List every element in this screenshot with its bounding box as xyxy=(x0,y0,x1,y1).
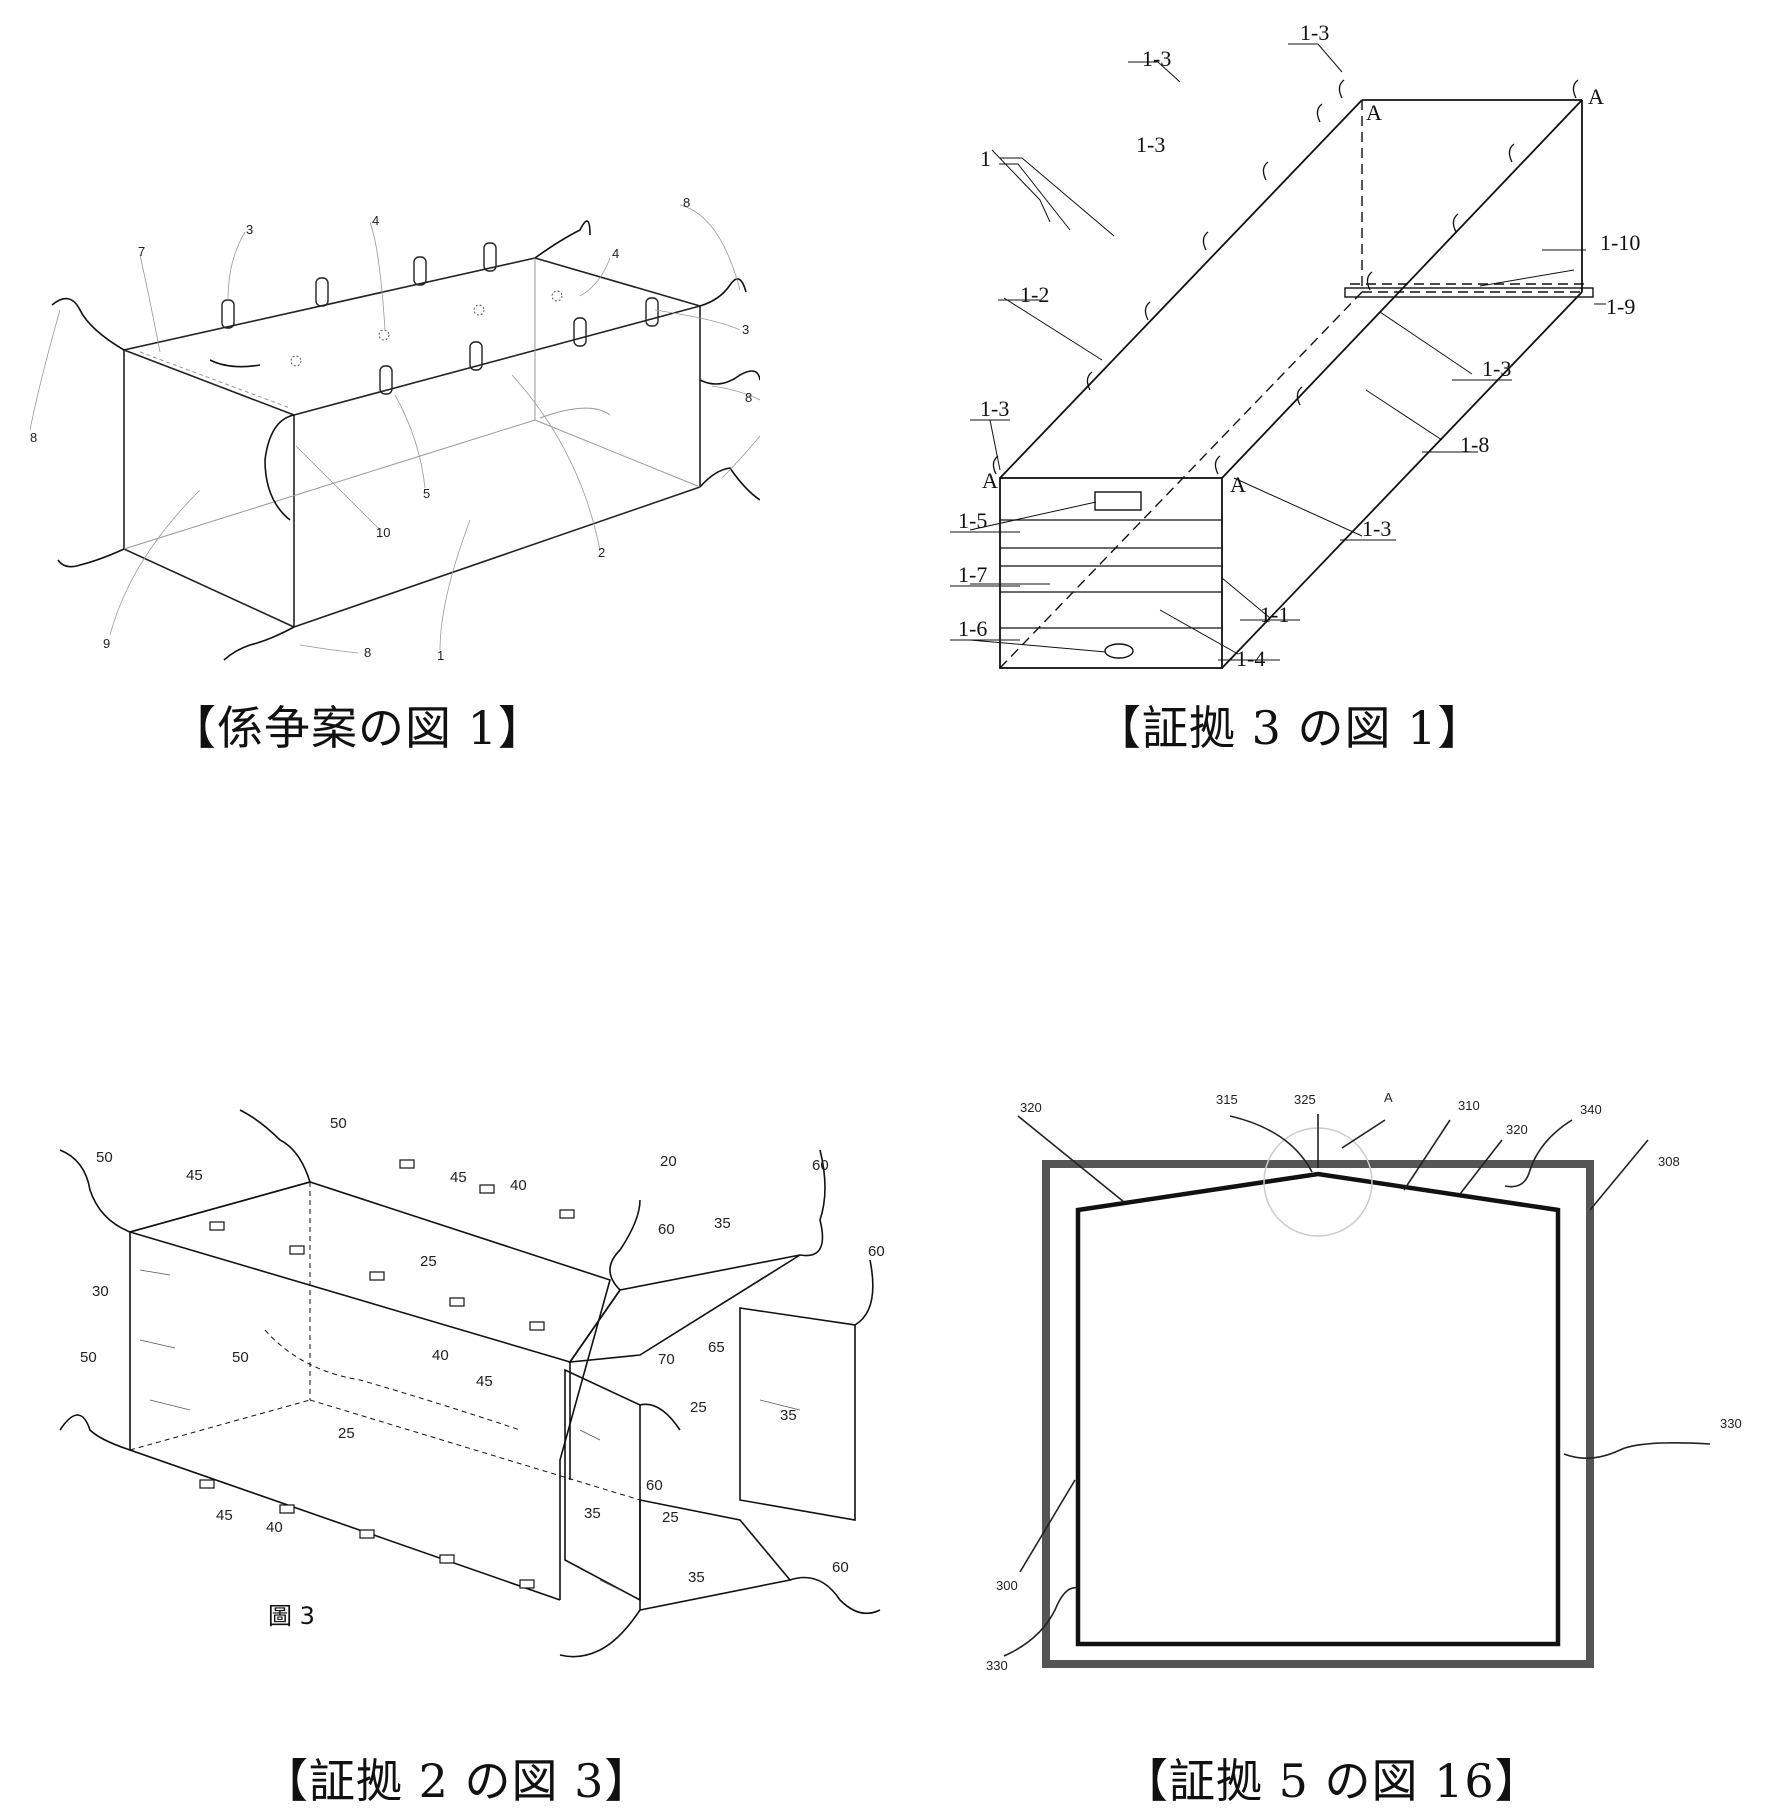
label-1-3b: 1-3 xyxy=(1300,20,1329,45)
label-A4: A xyxy=(1230,472,1246,497)
label-25a: 25 xyxy=(420,1253,437,1270)
caption-evidence3-fig1: 【証拠 3 の図 1】 xyxy=(1095,701,1485,755)
label-50b: 50 xyxy=(96,1149,113,1166)
label-1: 1 xyxy=(980,146,991,171)
label-330b: 330 xyxy=(986,1658,1008,1673)
label-8a: 8 xyxy=(683,195,690,210)
label-60b: 60 xyxy=(658,1221,675,1238)
label-25b: 25 xyxy=(690,1399,707,1416)
label-35d: 35 xyxy=(688,1569,705,1586)
label-8c: 8 xyxy=(745,390,752,405)
label-40a: 40 xyxy=(510,1177,527,1194)
label-60e: 60 xyxy=(832,1559,849,1576)
label-1-3f: 1-3 xyxy=(1362,516,1391,541)
label-1: 1 xyxy=(437,648,444,663)
label-1-3c: 1-3 xyxy=(1136,132,1165,157)
label-45b: 45 xyxy=(450,1169,467,1186)
label-9: 9 xyxy=(103,636,110,651)
label-65: 65 xyxy=(708,1339,725,1356)
label-300: 300 xyxy=(996,1578,1018,1593)
label-1-1: 1-1 xyxy=(1260,602,1289,627)
label-1-6: 1-6 xyxy=(958,616,987,641)
label-4a: 4 xyxy=(372,213,379,228)
label-7: 7 xyxy=(138,244,145,259)
label-2: 2 xyxy=(598,545,605,560)
label-30: 30 xyxy=(92,1283,109,1300)
label-1-2: 1-2 xyxy=(1020,282,1049,307)
label-330a: 330 xyxy=(1720,1416,1742,1431)
label-40c: 40 xyxy=(266,1519,283,1536)
caption-evidence5-fig16: 【証拠 5 の図 16】 xyxy=(1122,1754,1542,1808)
label-A1: A xyxy=(1366,100,1382,125)
label-4b: 4 xyxy=(612,246,619,261)
caption-evidence2-fig3: 【証拠 2 の図 3】 xyxy=(262,1754,652,1808)
label-310: 310 xyxy=(1458,1098,1480,1113)
figure-evidence2-fig3: 50 50 45 45 40 20 60 35 60 25 60 30 65 7… xyxy=(0,1100,900,1660)
label-320a: 320 xyxy=(1020,1100,1042,1115)
label-1-3a: 1-3 xyxy=(1142,46,1171,71)
label-1-10: 1-10 xyxy=(1600,230,1640,255)
label-45d: 45 xyxy=(216,1507,233,1524)
label-325: 325 xyxy=(1294,1092,1316,1107)
label-3b: 3 xyxy=(742,322,749,337)
label-50a: 50 xyxy=(330,1115,347,1132)
label-35c: 35 xyxy=(584,1505,601,1522)
label-308: 308 xyxy=(1658,1154,1680,1169)
label-60d: 60 xyxy=(646,1477,663,1494)
label-3a: 3 xyxy=(246,222,253,237)
label-A3: A xyxy=(982,468,998,493)
label-20: 20 xyxy=(660,1153,677,1170)
label-45c: 45 xyxy=(476,1373,493,1390)
figure-evidence3-fig1: 1-3 1-3 A A 1 1-3 1-10 1-9 1-2 1-3 1-8 A… xyxy=(900,0,1780,690)
figure-dispute-fig1: 3 4 8 7 4 3 8 8 8 5 10 2 9 8 1 xyxy=(0,0,760,680)
label-5: 5 xyxy=(423,486,430,501)
label-1-8: 1-8 xyxy=(1460,432,1489,457)
label-40b: 40 xyxy=(432,1347,449,1364)
label-35a: 35 xyxy=(714,1215,731,1232)
label-1-7: 1-7 xyxy=(958,562,987,587)
label-35b: 35 xyxy=(780,1407,797,1424)
label-45a: 45 xyxy=(186,1167,203,1184)
label-1-5: 1-5 xyxy=(958,508,987,533)
label-50c: 50 xyxy=(232,1349,249,1366)
label-60a: 60 xyxy=(812,1157,829,1174)
label-A: A xyxy=(1384,1090,1393,1105)
label-340: 340 xyxy=(1580,1102,1602,1117)
label-25d: 25 xyxy=(662,1509,679,1526)
label-10: 10 xyxy=(376,525,390,540)
label-1-9: 1-9 xyxy=(1606,294,1635,319)
label-50d: 50 xyxy=(80,1349,97,1366)
label-A2: A xyxy=(1588,84,1604,109)
label-60c: 60 xyxy=(868,1243,885,1260)
label-320b: 320 xyxy=(1506,1122,1528,1137)
label-1-3e: 1-3 xyxy=(980,396,1009,421)
label-1-4: 1-4 xyxy=(1236,646,1265,671)
label-8b: 8 xyxy=(30,430,37,445)
label-1-3d: 1-3 xyxy=(1482,356,1511,381)
label-25c: 25 xyxy=(338,1425,355,1442)
figure-evidence5-fig16: 320 315 325 A 310 320 340 308 330 300 33… xyxy=(940,1040,1780,1720)
label-315: 315 xyxy=(1216,1092,1238,1107)
label-70: 70 xyxy=(658,1351,675,1368)
caption-dispute-fig1: 【係争案の図 1】 xyxy=(170,701,545,755)
figure-tag: 圖 3 xyxy=(268,1602,315,1630)
label-8e: 8 xyxy=(364,645,371,660)
